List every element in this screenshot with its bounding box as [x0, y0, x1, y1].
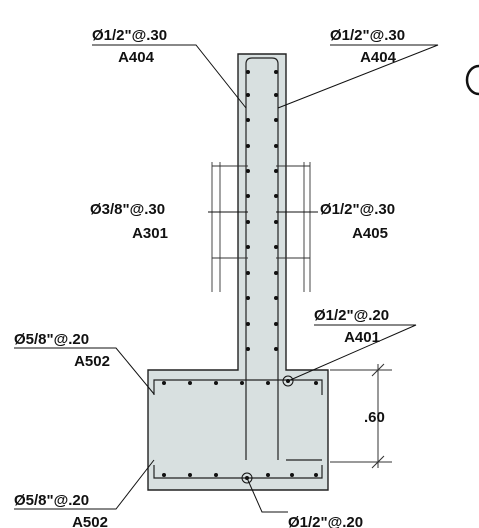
- mid-right-mark: A405: [352, 225, 388, 242]
- mid-left-mark: A301: [132, 225, 168, 242]
- footing-right-mark: A401: [344, 329, 380, 346]
- footing-bottom-bar: [153, 465, 323, 479]
- footing-bottom-dots: [162, 473, 318, 477]
- top-right-spec: Ø1/2"@.30: [330, 27, 405, 44]
- stem-bar-left: [245, 57, 279, 460]
- dimension-height-label: .60: [364, 409, 385, 426]
- footing-bottom-left-spec: Ø5/8"@.20: [14, 492, 89, 509]
- footing-top-left-mark: A502: [74, 353, 110, 370]
- footing-bottom-right-spec: Ø1/2"@.20: [288, 514, 363, 528]
- footing-top-left-spec: Ø5/8"@.20: [14, 331, 89, 348]
- mid-left-spec: Ø3/8"@.30: [90, 201, 165, 218]
- stem-distribution-bars: [246, 70, 278, 351]
- leader-lines: [14, 44, 439, 513]
- top-left-mark: A404: [118, 49, 155, 66]
- top-right-mark: A404: [360, 49, 397, 66]
- cropped-circle-fragment: [465, 64, 479, 96]
- concrete-section: [147, 53, 329, 491]
- footing-top-dots: [162, 381, 318, 385]
- mid-right-spec: Ø1/2"@.30: [320, 201, 395, 218]
- footing-top-bar: [153, 379, 323, 395]
- top-left-spec: Ø1/2"@.30: [92, 27, 167, 44]
- footing-right-spec: Ø1/2"@.20: [314, 307, 389, 324]
- dimension-line: [330, 363, 392, 469]
- footing-bottom-left-mark: A502: [72, 514, 108, 528]
